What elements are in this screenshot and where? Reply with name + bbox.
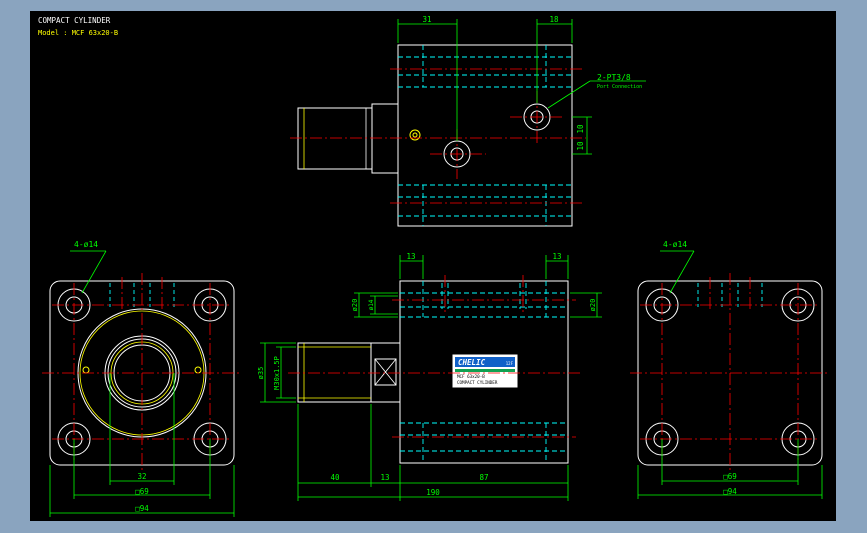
dim-top-31: 31 bbox=[422, 15, 431, 24]
dim-len-13: 13 bbox=[380, 473, 389, 482]
front-dimension-lines bbox=[260, 255, 602, 501]
dim-left-69: □69 bbox=[135, 487, 149, 496]
drawing-canvas: COMPACT CYLINDER Model : MCF 63x20-B bbox=[30, 11, 836, 521]
dim-top-10b: 10 bbox=[576, 141, 585, 151]
port-note: Port Connection bbox=[597, 84, 642, 90]
left-hidden-lines bbox=[109, 283, 175, 307]
dim-top-18: 18 bbox=[549, 15, 559, 24]
top-dimension-lines bbox=[397, 19, 646, 155]
dim-dia-35: ø35 bbox=[257, 367, 265, 380]
dim-dia-20-left: ø20 bbox=[351, 299, 359, 312]
left-centerlines bbox=[42, 273, 242, 473]
front-view: CHELIC 12F MCF 63x20-B COMPACT CYLINDER bbox=[257, 252, 602, 501]
left-holes-callout: 4-ø14 bbox=[74, 240, 98, 249]
nameplate-brand: CHELIC bbox=[458, 358, 486, 367]
port-callout: 2-PT3/8 bbox=[597, 73, 631, 82]
front-rod bbox=[297, 342, 372, 403]
dim-dia-14: ø14 bbox=[368, 299, 375, 310]
front-hidden-lines bbox=[400, 281, 568, 463]
top-view: 31 18 2-PT3/8 Port Connection 10 10 bbox=[290, 15, 646, 227]
dim-thread: M30x1.5P bbox=[273, 356, 281, 390]
nameplate-tag: 12F bbox=[506, 361, 514, 366]
dim-left-94: □94 bbox=[135, 504, 149, 513]
model-label: Model : MCF 63x20-B bbox=[38, 29, 118, 37]
dim-top-10a: 10 bbox=[576, 124, 585, 134]
left-view: 4-ø14 32 □69 □94 bbox=[42, 240, 242, 517]
left-dimension-lines bbox=[49, 250, 235, 517]
top-small-port bbox=[409, 129, 421, 141]
dim-right-94: □94 bbox=[723, 487, 737, 496]
right-dimension-lines bbox=[637, 250, 823, 499]
top-centerlines bbox=[290, 68, 586, 204]
dim-front-13a: 13 bbox=[406, 252, 415, 261]
right-view: 4-ø14 □69 □94 bbox=[630, 240, 830, 499]
nameplate: CHELIC 12F MCF 63x20-B COMPACT CYLINDER bbox=[452, 354, 518, 388]
nameplate-desc: COMPACT CYLINDER bbox=[457, 380, 498, 385]
drawing-title: COMPACT CYLINDER bbox=[38, 16, 111, 25]
dim-left-32: 32 bbox=[137, 472, 146, 481]
nameplate-model: MCF 63x20-B bbox=[457, 374, 485, 379]
front-centerlines bbox=[288, 275, 580, 438]
right-holes-callout: 4-ø14 bbox=[663, 240, 687, 249]
right-hidden-lines bbox=[697, 283, 763, 307]
top-neck bbox=[371, 103, 399, 174]
dim-len-190: 190 bbox=[426, 488, 440, 497]
right-centerlines bbox=[630, 273, 830, 473]
top-rod bbox=[297, 107, 373, 170]
top-hidden-lines bbox=[398, 45, 572, 226]
dim-right-69: □69 bbox=[723, 472, 737, 481]
dim-dia-20-right: ø20 bbox=[589, 299, 597, 312]
dim-front-13b: 13 bbox=[552, 252, 561, 261]
cad-drawing: COMPACT CYLINDER Model : MCF 63x20-B bbox=[38, 15, 830, 517]
dim-len-87: 87 bbox=[479, 473, 488, 482]
dim-len-40: 40 bbox=[330, 473, 340, 482]
